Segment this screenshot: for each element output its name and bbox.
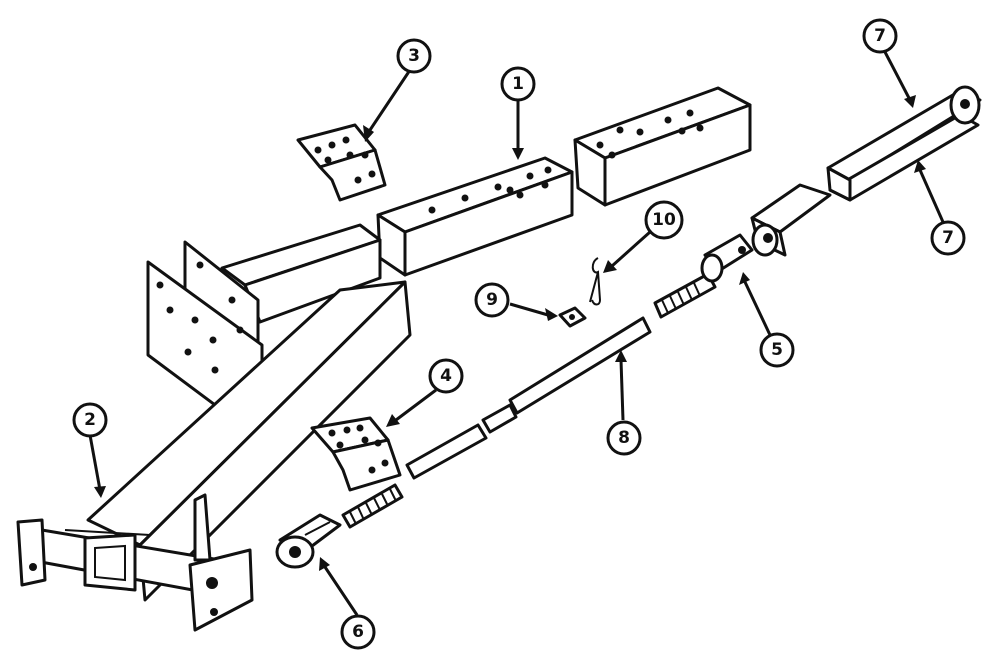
mounting-bracket-lower (310, 416, 402, 492)
hitch-frame (16, 223, 412, 632)
hairpin-clip (589, 257, 602, 306)
callout-5: 5 (759, 332, 795, 368)
callout-7-top: 7 (862, 18, 898, 54)
callout-label: 5 (771, 340, 783, 360)
adjusting-rod (341, 272, 717, 529)
callout-2: 2 (72, 402, 108, 438)
callout-10: 10 (644, 200, 684, 240)
tongue-tube-front (376, 156, 574, 277)
callout-label: 10 (652, 210, 676, 230)
tongue-extension-bars (750, 85, 982, 257)
callout-label: 9 (486, 290, 498, 310)
callout-7-bottom: 7 (930, 220, 966, 256)
callout-label: 3 (408, 46, 420, 66)
mounting-bracket-top (296, 123, 387, 202)
rod-clevis-rear (700, 233, 754, 283)
tongue-tube-rear (573, 86, 752, 207)
callout-label: 1 (512, 74, 524, 94)
callout-label: 2 (84, 410, 96, 430)
callout-label: 4 (440, 366, 452, 386)
callout-label: 7 (942, 228, 954, 248)
callout-8: 8 (606, 420, 642, 456)
callout-label: 7 (874, 26, 886, 46)
callout-6: 6 (340, 614, 376, 650)
callout-3: 3 (396, 38, 432, 74)
callout-9: 9 (474, 282, 510, 318)
lock-nut (558, 306, 587, 328)
callout-4: 4 (428, 358, 464, 394)
callout-label: 8 (618, 428, 630, 448)
callout-leaders (88, 51, 945, 616)
callout-label: 6 (352, 622, 364, 642)
callout-1: 1 (500, 66, 536, 102)
rod-clevis-front (275, 513, 342, 569)
